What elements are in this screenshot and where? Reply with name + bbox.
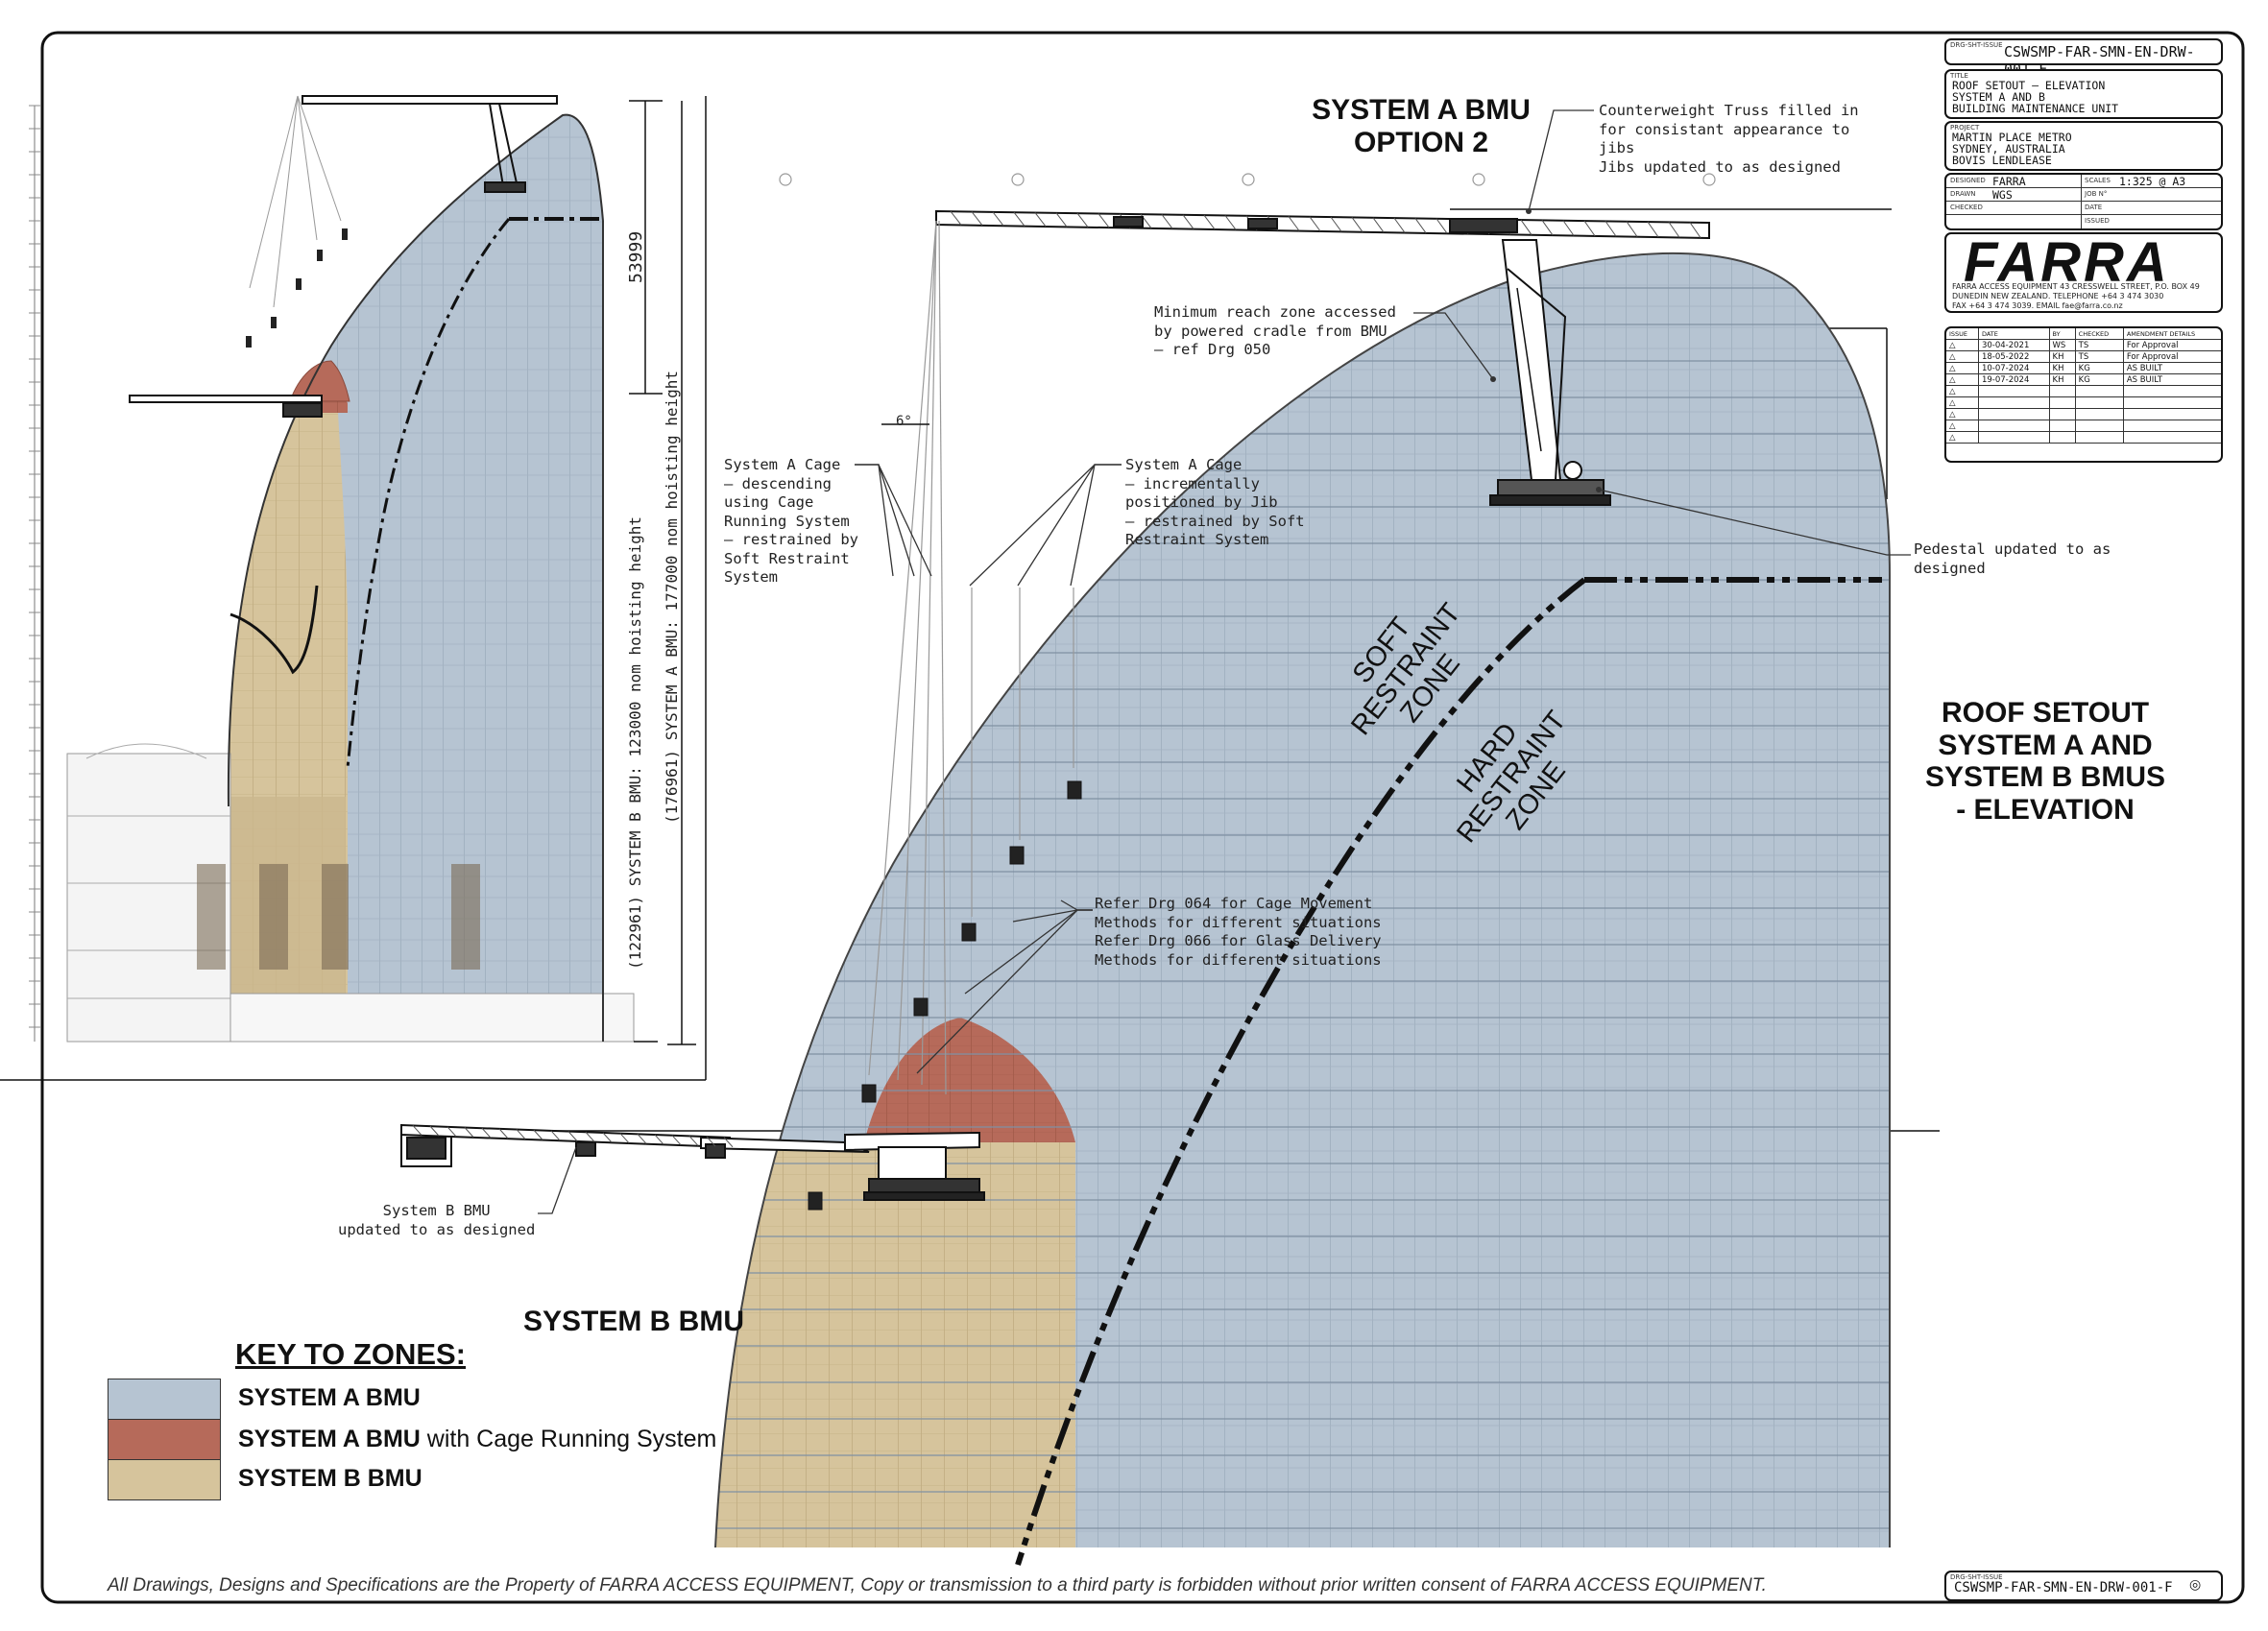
note-min-reach: Minimum reach zone accessed by powered c… [1154,303,1396,358]
scales-label: SCALES [2085,177,2111,184]
inset-elevation [0,95,707,1081]
rev-col-checked: CHECKED [2074,328,2124,340]
legend-label-system-b: SYSTEM B BMU [238,1465,422,1493]
designed-by: FARRA [1992,175,2026,188]
rev-details: AS BUILT [2122,362,2221,374]
rev-triangle-icon: △ [1946,339,1979,351]
projection-symbol-icon: ◎ [2189,1577,2202,1593]
farra-logo: FARRA [1964,231,2170,294]
title-label: TITLE [1950,72,1968,80]
job-label: JOB N° [2085,190,2108,198]
project-name: MARTIN PLACE METRO SYDNEY, AUSTRALIA BOV… [1952,131,2072,167]
rev-triangle-icon: △ [1946,350,1979,363]
table-row: △ [1946,431,2221,444]
designed-label: DESIGNED [1950,177,1986,184]
rev-triangle-icon: △ [1946,373,1979,386]
project-box: PROJECT MARTIN PLACE METRO SYDNEY, AUSTR… [1944,121,2223,171]
drg-label: DRG-SHT-ISSUE [1950,41,2003,49]
rev-date: 30-04-2021 [1977,339,2050,351]
project-label: PROJECT [1950,124,1980,132]
heading-system-a-option: SYSTEM A BMU OPTION 2 [1312,94,1531,158]
note-refer-drg: Refer Drg 064 for Cage Movement Methods … [1095,895,1382,969]
checked-label: CHECKED [1950,204,1983,211]
note-pedestal: Pedestal updated to as designed [1914,540,2111,577]
rev-checked: TS [2074,339,2124,351]
rev-triangle-icon: △ [1946,408,1979,420]
system-a-bmu-jib [935,209,1710,506]
drawn-by: WGS [1992,188,2013,202]
heading-system-b: SYSTEM B BMU [522,1306,744,1337]
note-cage-incremental: System A Cage – incrementally positioned… [1125,456,1305,548]
rev-col-issue: ISSUE [1946,328,1979,340]
rev-by: WS [2048,339,2076,351]
dimension-53999: 53999 [626,230,646,283]
date-label: DATE [2085,204,2103,211]
rev-date: 18-05-2022 [1977,350,2050,363]
dimension-system-a-height: (176961) SYSTEM A BMU: 177000 nom hoisti… [663,370,681,824]
company-address: FARRA ACCESS EQUIPMENT 43 CRESSWELL STRE… [1952,282,2200,310]
legend-swatch-system-b [108,1459,221,1500]
rev-triangle-icon: △ [1946,362,1979,374]
rev-triangle-icon: △ [1946,431,1979,444]
legend-label-cage-running: SYSTEM A BMU with Cage Running System [238,1426,716,1453]
rev-col-details: AMENDMENT DETAILS [2122,328,2221,340]
rev-date: 19-07-2024 [1977,373,2050,386]
rev-details: For Approval [2122,339,2221,351]
note-counterweight: Counterweight Truss filled in for consis… [1599,102,1859,176]
rev-by: KH [2048,350,2076,363]
copyright-footer: All Drawings, Designs and Specifications… [108,1575,1767,1595]
rev-date: 10-07-2024 [1977,362,2050,374]
drawing-title: ROOF SETOUT – ELEVATION SYSTEM A AND B B… [1952,79,2119,115]
logo-box: FARRA FARRA ACCESS EQUIPMENT 43 CRESSWEL… [1944,231,2223,313]
table-row: △ [1946,420,2221,432]
sheet-border [40,31,2245,1604]
rev-col-by: BY [2048,328,2076,340]
rev-checked: KG [2074,362,2124,374]
legend-label-rest: with Cage Running System [420,1426,717,1452]
note-angle: 6° [896,414,912,429]
rev-col-date: DATE [1977,328,2050,340]
rev-triangle-icon: △ [1946,385,1979,397]
designer-box: DESIGNED FARRA DRAWN WGS CHECKED SCALES … [1944,173,2223,230]
note-system-b-updated: System B BMU updated to as designed [338,1202,536,1238]
heading-roof-setout: ROOF SETOUT SYSTEM A AND SYSTEM B BMUS -… [1924,697,2166,826]
issued-label: ISSUED [2085,217,2110,225]
rev-triangle-icon: △ [1946,396,1979,409]
table-row: △ [1946,385,2221,397]
scale-value: 1:325 @ A3 [2119,175,2186,188]
legend-label-system-a: SYSTEM A BMU [238,1384,421,1412]
rev-checked: TS [2074,350,2124,363]
note-cage-descending: System A Cage – descending using Cage Ru… [724,456,858,586]
legend-swatch-cage-running [108,1419,221,1460]
revision-table: ISSUE DATE BY CHECKED AMENDMENT DETAILS … [1946,328,2221,444]
table-row: △ [1946,408,2221,420]
legend-label-bold: SYSTEM A BMU [238,1426,421,1452]
revision-box: ISSUE DATE BY CHECKED AMENDMENT DETAILS … [1944,326,2223,463]
rev-by: KH [2048,362,2076,374]
table-row: △ [1946,396,2221,409]
revision-header-row: ISSUE DATE BY CHECKED AMENDMENT DETAILS [1946,328,2221,340]
legend-title: KEY TO ZONES: [235,1337,467,1371]
rev-checked: KG [2074,373,2124,386]
legend-label-bold: SYSTEM B BMU [238,1465,422,1492]
drawing-number-box: DRG-SHT-ISSUE CSWSMP-FAR-SMN-EN-DRW-001-… [1944,38,2223,78]
rev-details: For Approval [2122,350,2221,363]
title-box: TITLE ROOF SETOUT – ELEVATION SYSTEM A A… [1944,69,2223,119]
legend-swatch-system-a [108,1379,221,1420]
rev-details: AS BUILT [2122,373,2221,386]
legend-label-bold: SYSTEM A BMU [238,1384,421,1411]
dimension-system-b-height: (122961) SYSTEM B BMU: 123000 nom hoisti… [626,516,644,970]
rev-triangle-icon: △ [1946,420,1979,432]
drawing-number: CSWSMP-FAR-SMN-EN-DRW-001-F [1954,1580,2173,1595]
drawn-label: DRAWN [1950,190,1976,198]
bottom-drawing-number-box: DRG-SHT-ISSUE CSWSMP-FAR-SMN-EN-DRW-001-… [1944,1571,2223,1601]
rev-by: KH [2048,373,2076,386]
drg-label: DRG-SHT-ISSUE [1950,1573,2003,1581]
